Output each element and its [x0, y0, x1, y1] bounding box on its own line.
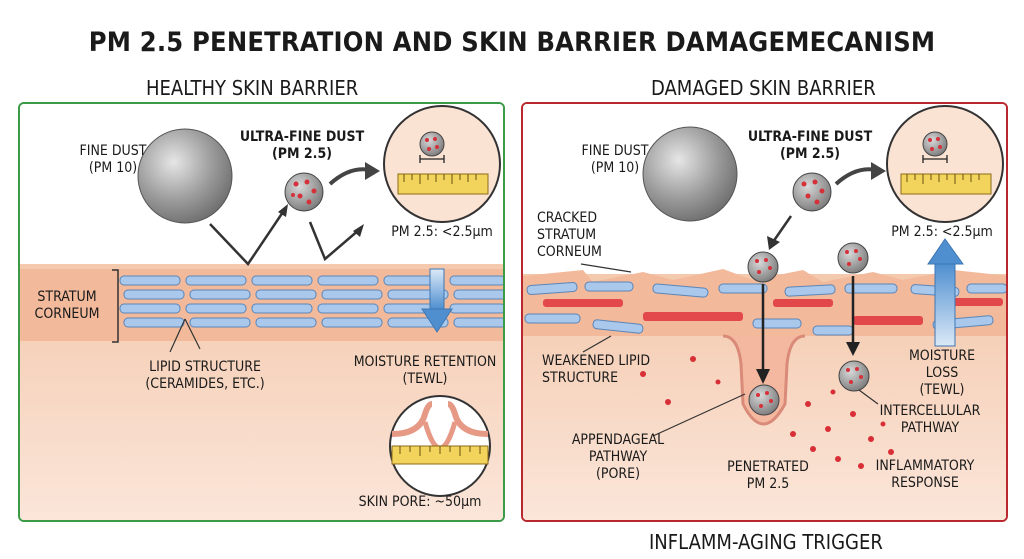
skin-pore-label: SKIN PORE: ~50μm	[358, 494, 482, 510]
appendageal-pathway-label: APPENDAGEAL PATHWAY (PORE)	[571, 432, 665, 482]
healthy-pm25-size: PM 2.5: <2.5μm	[391, 224, 493, 240]
healthy-ultra-fine-label: ULTRA-FINE DUST (PM 2.5)	[239, 129, 365, 162]
intercellular-pathway-label: INTERCELLULAR PATHWAY	[879, 403, 981, 436]
inflammatory-response-label: INFLAMMATORY RESPONSE	[875, 458, 975, 491]
lipid-structure-label: LIPID STRUCTURE (CERAMIDES, ETC.)	[145, 359, 265, 392]
moisture-retention-label: MOISTURE RETENTION (TEWL)	[353, 354, 497, 387]
moisture-loss-label: MOISTURE LOSS (TEWL)	[908, 348, 976, 398]
cracked-stratum-corneum-label: CRACKED STRATUM CORNEUM	[537, 210, 602, 260]
healthy-panel	[18, 102, 505, 522]
healthy-fine-dust-label: FINE DUST (PM 10)	[79, 143, 147, 176]
footer-caption: INFLAMM-AGING TRIGGER	[649, 530, 883, 554]
damaged-diagram	[523, 104, 1006, 520]
page-title: PM 2.5 PENETRATION AND SKIN BARRIER DAMA…	[88, 27, 936, 58]
healthy-heading: HEALTHY SKIN BARRIER	[146, 76, 359, 100]
penetrated-pm25-label: PENETRATED PM 2.5	[727, 459, 809, 492]
damaged-ultra-fine-label: ULTRA-FINE DUST (PM 2.5)	[747, 129, 873, 162]
damaged-fine-dust-label: FINE DUST (PM 10)	[581, 143, 649, 176]
stratum-corneum-label: STRATUM CORNEUM	[34, 289, 100, 322]
healthy-diagram	[20, 104, 503, 520]
damaged-panel	[521, 102, 1008, 522]
weakened-lipid-label: WEAKENED LIPID STRUCTURE	[542, 353, 651, 386]
damaged-heading: DAMAGED SKIN BARRIER	[651, 76, 876, 100]
damaged-pm25-size: PM 2.5: <2.5μm	[891, 224, 993, 240]
